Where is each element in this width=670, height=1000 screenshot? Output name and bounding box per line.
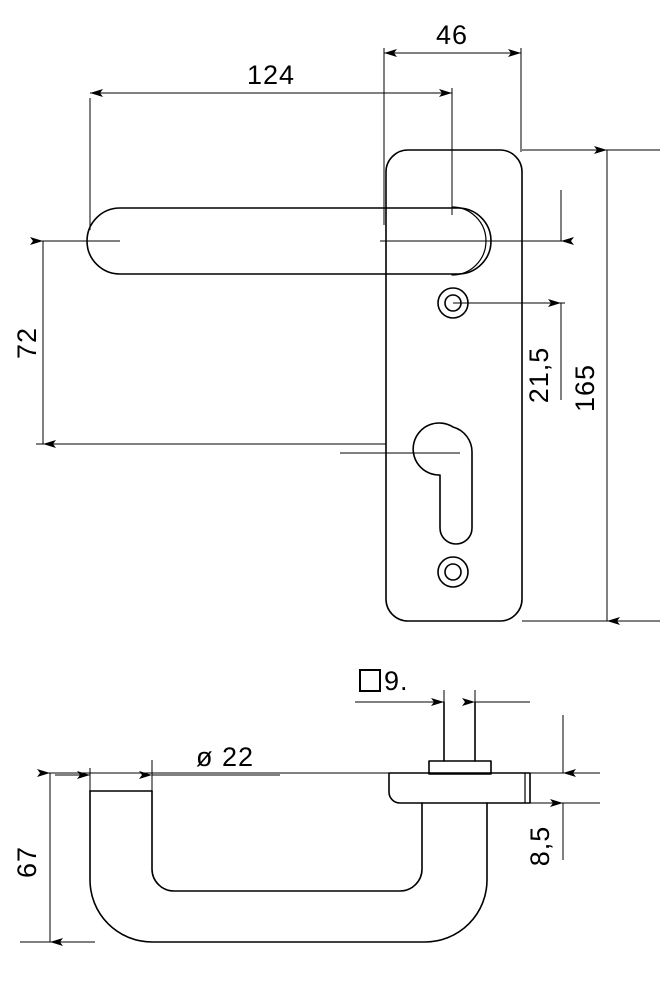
dim-label-85: 8,5 [525, 826, 555, 867]
side-view-dimensions: 9. 67 ø 22 8,5 [12, 666, 600, 946]
lower-screw-hole-inner [444, 563, 462, 581]
square-symbol-icon [359, 669, 381, 692]
side-view-group [20, 701, 531, 943]
dim-label-67: 67 [12, 846, 42, 878]
dim-label-spindle: 9. [384, 666, 409, 696]
side-plate-body [388, 772, 531, 804]
dim-label-124: 124 [247, 60, 295, 90]
euro-cylinder-keyway [412, 422, 473, 545]
dim-label-72: 72 [12, 327, 42, 359]
front-view-dimensions: 124 46 72 21,5 165 [12, 20, 660, 625]
front-view-group [86, 149, 523, 622]
dim-label-215: 21,5 [524, 347, 554, 404]
backplate-outline [385, 149, 523, 622]
dim-label-46: 46 [436, 20, 468, 50]
lower-screw-hole-outer [437, 556, 469, 588]
dim-label-165: 165 [570, 364, 600, 412]
spindle-boss [428, 760, 492, 775]
side-lever-inner-profile [151, 790, 423, 892]
side-lever-outer-profile [89, 790, 488, 943]
dim-label-22: ø 22 [196, 742, 254, 772]
